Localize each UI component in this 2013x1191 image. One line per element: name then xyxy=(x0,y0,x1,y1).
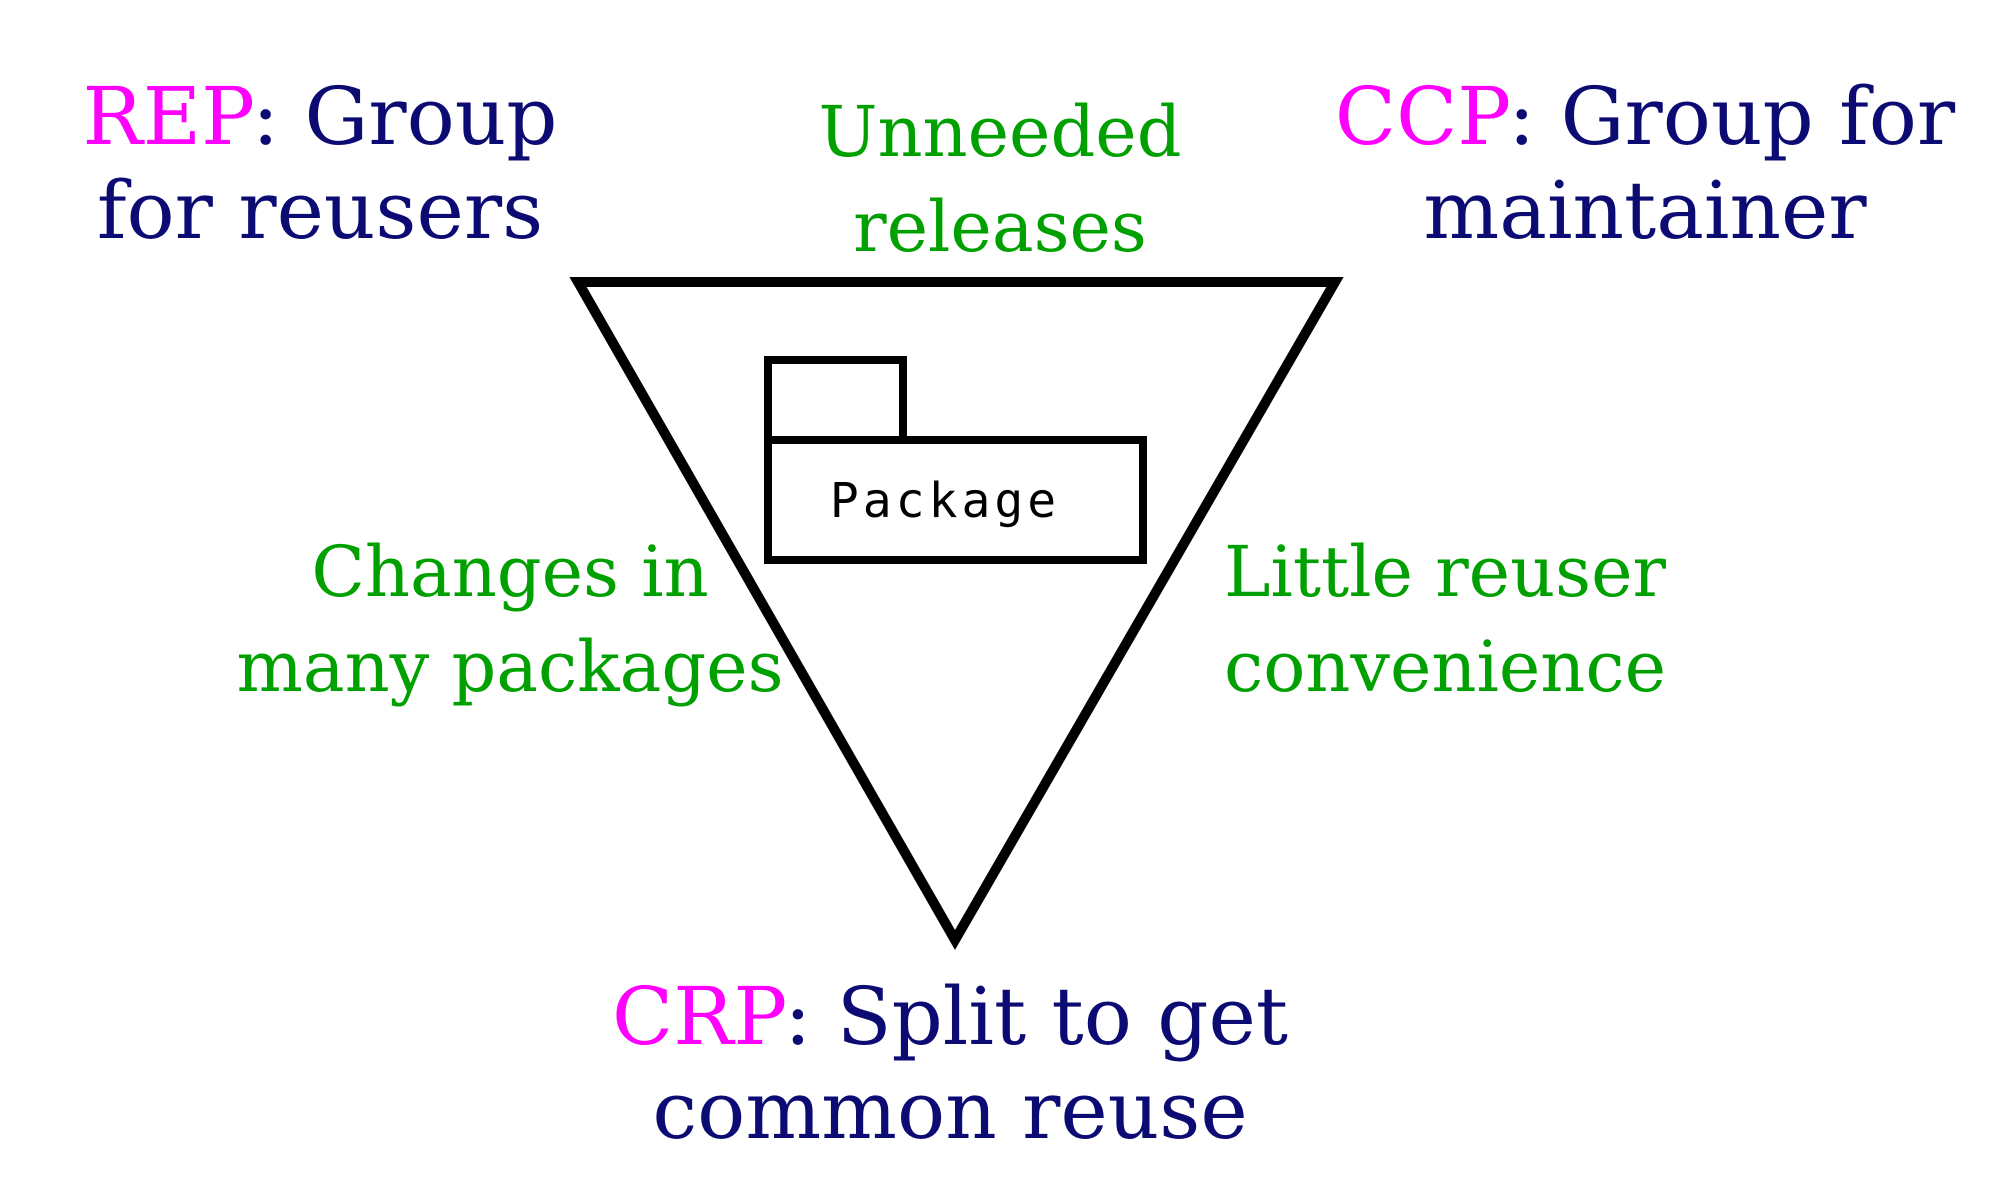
crp-acronym: CRP xyxy=(611,970,785,1063)
rep-acronym: REP xyxy=(82,70,253,163)
crp-line-2: common reuse xyxy=(652,1063,1248,1157)
tension-label-right: Little reuser convenience xyxy=(1190,525,1700,715)
tension-left-line-1: Changes in xyxy=(311,531,709,613)
tension-triangle xyxy=(569,277,1344,951)
ccp-principle-label: CCP: Group for maintainer xyxy=(1310,70,1980,257)
crp-text-1: : Split to get xyxy=(784,970,1288,1063)
package-label: Package xyxy=(830,473,1060,529)
tension-label-top: Unneeded releases xyxy=(790,85,1210,275)
ccp-line-1: CCP: Group for xyxy=(1310,70,1980,164)
package-body xyxy=(764,436,1147,564)
tension-left-line-2: many packages xyxy=(236,626,784,709)
rep-line-2: for reusers xyxy=(96,163,544,257)
ccp-line-2: maintainer xyxy=(1423,163,1867,257)
package-icon: Package xyxy=(764,356,1147,564)
tension-label-left: Changes in many packages xyxy=(230,525,790,715)
rep-text-1: : Group xyxy=(252,70,558,163)
crp-line-1: CRP: Split to get xyxy=(590,970,1310,1064)
crp-principle-label: CRP: Split to get common reuse xyxy=(590,970,1310,1157)
tension-top-line-1: Unneeded xyxy=(818,91,1182,173)
tension-right-line-1: Little reuser xyxy=(1224,531,1666,613)
ccp-acronym: CCP xyxy=(1334,70,1509,163)
package-tab xyxy=(764,356,907,444)
tension-top-line-2: releases xyxy=(853,186,1147,269)
rep-line-1: REP: Group xyxy=(40,70,600,164)
ccp-text-1: : Group for xyxy=(1508,70,1956,163)
tension-right-line-2: convenience xyxy=(1223,626,1666,709)
rep-principle-label: REP: Group for reusers xyxy=(40,70,600,257)
